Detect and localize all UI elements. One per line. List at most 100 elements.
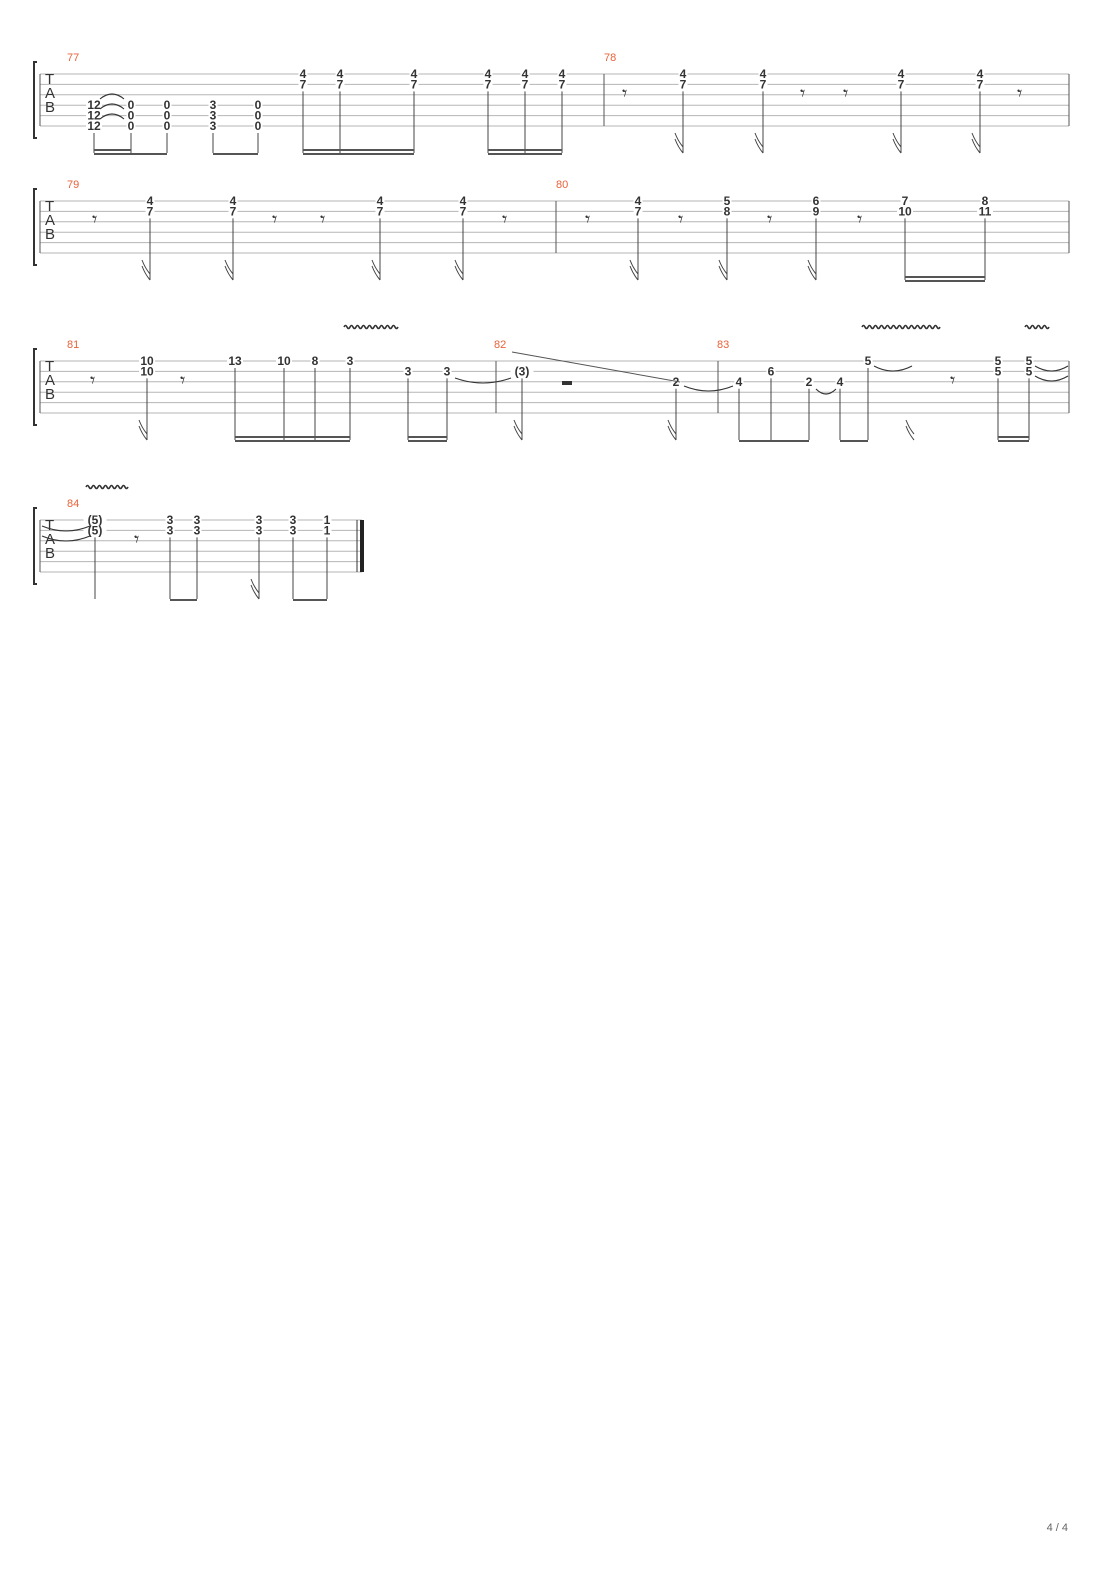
- fret-mask: [192, 525, 202, 536]
- note-column: 811: [977, 194, 993, 280]
- fret-number: 12: [87, 119, 101, 133]
- fret-mask: [975, 79, 985, 90]
- note-flag: [718, 259, 728, 281]
- fret-mask: [483, 79, 493, 90]
- fret-number: 7: [147, 204, 154, 218]
- fret-number: 7: [460, 204, 467, 218]
- note-column: 47: [228, 194, 238, 280]
- fret-number: 5: [724, 194, 731, 208]
- note-column: 4: [734, 375, 744, 440]
- note-flag: [629, 259, 639, 281]
- fret-mask: [975, 69, 985, 79]
- fret-mask: [126, 121, 136, 131]
- fret-mask: [208, 100, 218, 111]
- note-column: 3: [403, 364, 413, 440]
- fret-mask: [520, 79, 530, 90]
- fret-mask: [557, 79, 567, 90]
- fret-mask: [165, 515, 175, 525]
- fret-number: 4: [460, 194, 467, 208]
- fret-mask: [228, 196, 238, 206]
- note-column: 3: [442, 364, 452, 440]
- fret-number: 3: [194, 523, 201, 537]
- note-column: 47: [335, 67, 345, 153]
- fret-number: 4: [760, 67, 767, 81]
- fret-mask: [896, 69, 906, 79]
- fret-number: 7: [902, 194, 909, 208]
- note-column: 33: [288, 513, 298, 599]
- fret-mask: [403, 366, 413, 377]
- fret-number: 4: [485, 67, 492, 81]
- rest: 𝄾: [92, 207, 97, 231]
- fret-number: 12: [87, 98, 101, 112]
- fret-mask: [139, 366, 155, 377]
- fret-number: 3: [210, 109, 217, 123]
- measure-number: 82: [494, 339, 506, 351]
- measure-number: 81: [67, 339, 79, 351]
- note-flag: [807, 259, 817, 281]
- fret-mask: [375, 206, 385, 217]
- vibrato-mark: [1024, 324, 1050, 330]
- fret-mask: [227, 356, 243, 366]
- fret-number: 4: [898, 67, 905, 81]
- note-column: 58: [722, 194, 732, 280]
- tab-clef-letter: T: [45, 517, 54, 534]
- fret-number: 8: [982, 194, 989, 208]
- fret-mask: [863, 356, 873, 366]
- vibrato-mark: [85, 484, 129, 490]
- note-flag: [667, 419, 677, 441]
- note-flag: [971, 132, 981, 154]
- note-column: 47: [557, 67, 567, 153]
- note-column: 33: [165, 513, 175, 599]
- tie-arc: [99, 103, 125, 110]
- fret-number: (5): [88, 523, 103, 537]
- tab-clef-letter: A: [45, 531, 55, 548]
- tab-clef-letter: A: [45, 85, 55, 102]
- fret-mask: [458, 196, 468, 206]
- note-column: 2: [804, 375, 814, 440]
- fret-number: 7: [680, 77, 687, 91]
- note-beam: [905, 276, 985, 278]
- fret-mask: [228, 206, 238, 217]
- fret-number: 4: [522, 67, 529, 81]
- note-column: 47: [483, 67, 493, 153]
- measure-number: 78: [604, 52, 616, 64]
- fret-mask: [335, 69, 345, 79]
- note-beam: [213, 153, 258, 155]
- fret-mask: [835, 376, 845, 387]
- fret-number: 0: [164, 98, 171, 112]
- note-flag: [454, 259, 464, 281]
- note-column: 4: [835, 375, 845, 440]
- fret-mask: [86, 121, 102, 131]
- fret-number: 6: [813, 194, 820, 208]
- note-column: 6: [766, 364, 776, 440]
- note-beam: [170, 599, 197, 601]
- tab-clef-letter: T: [45, 71, 54, 88]
- fret-number: 3: [290, 523, 297, 537]
- tie-arc: [99, 113, 125, 120]
- fret-number: 6: [768, 364, 775, 378]
- fret-number: 3: [194, 513, 201, 527]
- tie-arc: [41, 535, 91, 542]
- fret-number: 7: [230, 204, 237, 218]
- note-flag: [138, 419, 148, 441]
- fret-number: 5: [995, 354, 1002, 368]
- fret-mask: [162, 110, 172, 121]
- fret-number: 5: [1026, 364, 1033, 378]
- measure-number: 80: [556, 179, 568, 191]
- rest: 𝄾: [585, 207, 590, 231]
- note-beam: [488, 149, 562, 151]
- fret-mask: [557, 69, 567, 79]
- fret-mask: [86, 100, 102, 111]
- rest: 𝄾: [1017, 81, 1022, 105]
- fret-number: 3: [290, 513, 297, 527]
- fret-number: 8: [724, 204, 731, 218]
- fret-number: 2: [806, 375, 813, 389]
- fret-number: 4: [635, 194, 642, 208]
- fret-number: 5: [1026, 354, 1033, 368]
- fret-mask: [897, 206, 913, 217]
- note-beam: [739, 440, 809, 442]
- note-column: 47: [678, 67, 688, 153]
- note-column: 5: [863, 354, 873, 440]
